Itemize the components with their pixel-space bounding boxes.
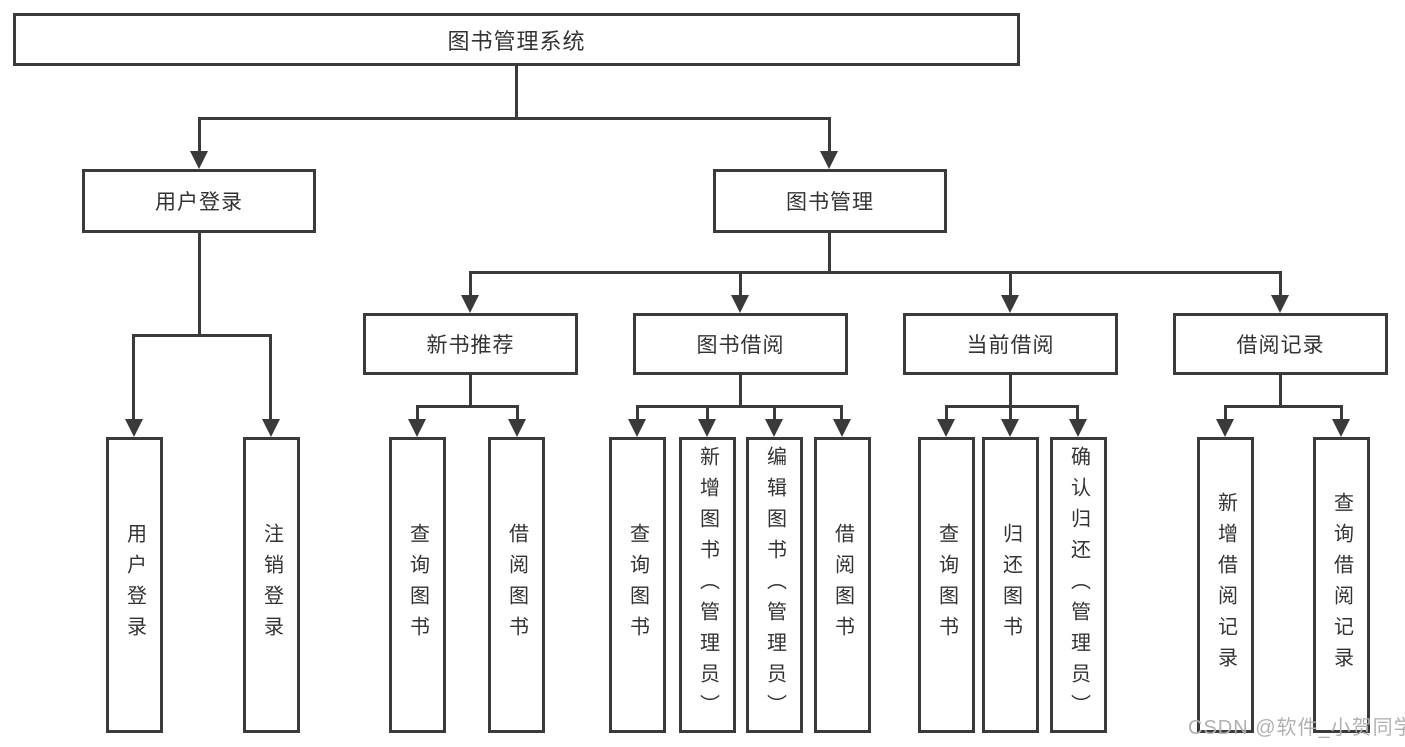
connector-drop-leaf — [132, 334, 135, 422]
leaf-borrow-books: 借阅图书 — [814, 437, 871, 733]
connector-current-borrow-stem — [1009, 375, 1012, 408]
arrow-down-icon — [508, 419, 526, 437]
leaf-label: 查询图书 — [935, 523, 958, 647]
connector-drop-book-borrow — [739, 271, 742, 299]
arrow-down-icon — [1001, 419, 1019, 437]
arrow-down-icon — [731, 295, 749, 313]
leaf-label: 查询图书 — [626, 523, 649, 647]
leaf-logout: 注销登录 — [243, 437, 300, 733]
connector-drop-new-book — [469, 271, 472, 299]
node-book-management: 图书管理 — [713, 169, 947, 233]
leaf-label: 新增借阅记录 — [1214, 492, 1237, 678]
leaf-label: 查询借阅记录 — [1330, 492, 1353, 678]
connector-current-borrow-rail — [945, 405, 1079, 408]
leaf-label: 新增图书（管理员） — [696, 445, 719, 725]
connector-drop-leaf — [1009, 405, 1012, 422]
connector-drop-leaf — [945, 405, 948, 422]
leaf-query-books: 查询图书 — [389, 437, 446, 733]
node-new-book-recommend: 新书推荐 — [363, 313, 578, 375]
node-borrow-records: 借阅记录 — [1173, 313, 1388, 375]
node-book-borrow: 图书借阅 — [633, 313, 848, 375]
connector-drop-leaf — [1224, 405, 1227, 422]
connector-drop-user-login — [198, 117, 201, 155]
arrow-down-icon — [190, 151, 208, 169]
leaf-label: 借阅图书 — [505, 523, 528, 647]
leaf-label: 借阅图书 — [831, 523, 854, 647]
connector-new-book-rail — [416, 405, 519, 408]
leaf-user-login: 用户登录 — [106, 437, 163, 733]
connector-drop-borrow-records — [1279, 271, 1282, 299]
leaf-label: 确认归还（管理员） — [1067, 445, 1090, 725]
leaf-label: 查询图书 — [406, 523, 429, 647]
arrow-down-icon — [698, 419, 716, 437]
connector-book-borrow-stem — [739, 375, 742, 408]
leaf-label: 归还图书 — [999, 523, 1022, 647]
arrow-down-icon — [461, 295, 479, 313]
connector-new-book-stem — [469, 375, 472, 408]
connector-borrow-records-stem — [1279, 375, 1282, 408]
leaf-query-borrow-record: 查询借阅记录 — [1313, 437, 1370, 733]
connector-drop-leaf — [840, 405, 843, 422]
connector-drop-leaf — [269, 334, 272, 422]
arrow-down-icon — [1332, 419, 1350, 437]
connector-drop-leaf — [636, 405, 639, 422]
connector-drop-current-borrow — [1009, 271, 1012, 299]
leaf-label: 注销登录 — [260, 523, 283, 647]
leaf-borrow-books: 借阅图书 — [488, 437, 545, 733]
connector-book-management-rail — [469, 271, 1282, 274]
arrow-down-icon — [833, 419, 851, 437]
arrow-down-icon — [262, 419, 280, 437]
arrow-down-icon — [628, 419, 646, 437]
leaf-confirm-return-admin: 确认归还（管理员） — [1050, 437, 1107, 733]
arrow-down-icon — [937, 419, 955, 437]
leaf-label: 用户登录 — [123, 523, 146, 647]
connector-drop-leaf — [1340, 405, 1343, 422]
connector-book-management-stem — [828, 233, 831, 274]
leaf-add-books-admin: 新增图书（管理员） — [679, 437, 736, 733]
connector-root-stem — [515, 66, 518, 120]
connector-user-login-stem — [198, 233, 201, 336]
connector-drop-book-management — [828, 117, 831, 155]
node-root: 图书管理系统 — [13, 13, 1020, 66]
connector-borrow-records-rail — [1224, 405, 1343, 408]
connector-drop-leaf — [706, 405, 709, 422]
connector-root-rail — [198, 117, 831, 120]
connector-drop-leaf — [1076, 405, 1079, 422]
arrow-down-icon — [820, 151, 838, 169]
leaf-query-books: 查询图书 — [918, 437, 975, 733]
arrow-down-icon — [1001, 295, 1019, 313]
connector-drop-leaf — [416, 405, 419, 422]
leaf-edit-books-admin: 编辑图书（管理员） — [746, 437, 803, 733]
node-current-borrow: 当前借阅 — [903, 313, 1118, 375]
leaf-query-books: 查询图书 — [609, 437, 666, 733]
arrow-down-icon — [125, 419, 143, 437]
connector-book-borrow-rail — [636, 405, 843, 408]
node-user-login: 用户登录 — [82, 169, 316, 233]
leaf-return-books: 归还图书 — [982, 437, 1039, 733]
watermark: CSDN @软件_小贺同学 — [1188, 717, 1405, 739]
arrow-down-icon — [1216, 419, 1234, 437]
connector-drop-leaf — [773, 405, 776, 422]
leaf-add-borrow-record: 新增借阅记录 — [1197, 437, 1254, 733]
arrow-down-icon — [765, 419, 783, 437]
connector-user-login-rail — [132, 334, 272, 337]
arrow-down-icon — [1069, 419, 1087, 437]
connector-drop-leaf — [516, 405, 519, 422]
leaf-label: 编辑图书（管理员） — [763, 445, 786, 725]
arrow-down-icon — [408, 419, 426, 437]
arrow-down-icon — [1271, 295, 1289, 313]
